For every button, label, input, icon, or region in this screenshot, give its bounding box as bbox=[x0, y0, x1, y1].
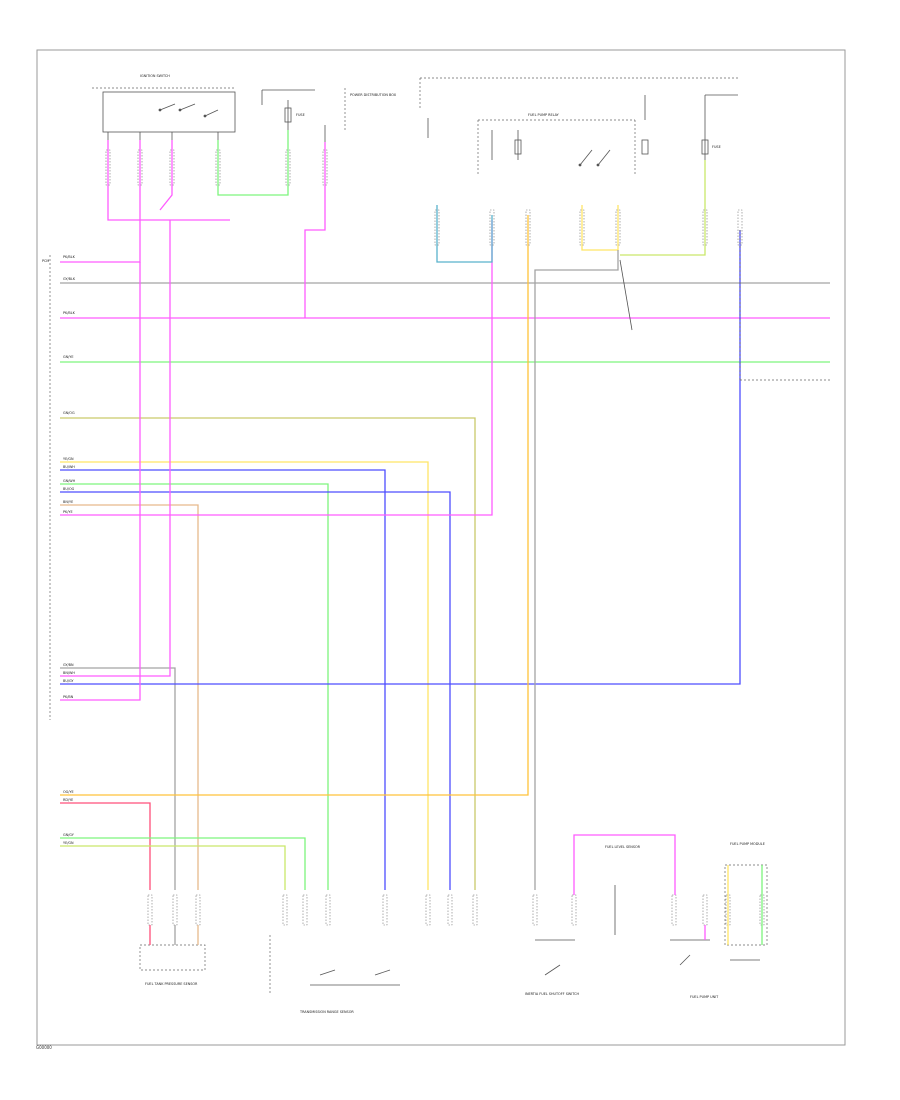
wire-w2-label: GY/BLK bbox=[63, 277, 76, 281]
bottom-connectors bbox=[147, 894, 765, 926]
wire-w19-label: YE/GN bbox=[63, 841, 74, 845]
fuel-pump-relay-label: FUEL PUMP RELAY bbox=[528, 113, 560, 117]
wire-w3-label: PK/BLK bbox=[63, 311, 76, 315]
wire-w8: GN/WH bbox=[60, 479, 329, 890]
fuel-level-sensor-label: FUEL LEVEL SENSOR bbox=[605, 845, 641, 849]
fuse-top-right-label: FUSE bbox=[712, 145, 721, 149]
bottom-wiring bbox=[149, 925, 706, 945]
wire-w9-label: BU/OG bbox=[63, 487, 75, 491]
wire-w14-label: BU/GY bbox=[63, 679, 74, 683]
fuel-pump-unit-label: FUEL PUMP UNIT bbox=[690, 995, 719, 999]
inertia-switch: INERTIA FUEL SHUTOFF SWITCH bbox=[525, 939, 579, 996]
wire-w18: GN/GY bbox=[60, 833, 306, 890]
fuel-tank-pressure-sensor: FUEL TANK PRESSURE SENSOR bbox=[139, 944, 206, 986]
wire-w12-label: GY/BN bbox=[63, 663, 74, 667]
fuse-top-left-label: FUSE bbox=[296, 113, 305, 117]
fuel-tank-pressure-sensor-label: FUEL TANK PRESSURE SENSOR bbox=[145, 982, 198, 986]
wire-w6: YE/GN bbox=[60, 457, 429, 890]
wire-w9: BU/OG bbox=[60, 487, 451, 890]
pcm-label: PCM bbox=[42, 259, 49, 263]
power-dist-box-label: POWER DISTRIBUTION BOX bbox=[350, 93, 397, 97]
wire-w11: PK/YE bbox=[60, 220, 493, 516]
transmission-range-sensor: TRANSMISSION RANGE SENSOR bbox=[269, 935, 400, 1014]
wire-w11-label: PK/YE bbox=[63, 510, 73, 514]
wire-w16-label: OG/YE bbox=[63, 790, 74, 794]
wire-w13-label: BN/WH bbox=[63, 671, 75, 675]
ignition-switch: IGNITION SWITCH bbox=[92, 74, 236, 140]
fuel-pump-module: FUEL PUMP MODULE bbox=[724, 842, 768, 961]
wire-w13: BN/WH bbox=[60, 220, 171, 677]
wire-w16: OG/YE bbox=[60, 215, 529, 796]
fuse-top-left: FUSE bbox=[261, 89, 326, 142]
transmission-range-sensor-label: TRANSMISSION RANGE SENSOR bbox=[299, 1010, 354, 1014]
top-wiring bbox=[159, 130, 830, 890]
wire-w4: GN/YE bbox=[60, 355, 830, 363]
wire-w17-label: RD/YE bbox=[63, 798, 73, 802]
diagram-frame bbox=[36, 49, 846, 1046]
wire-w1: PK/BLK bbox=[60, 140, 230, 263]
wire-w18-label: GN/GY bbox=[63, 833, 75, 837]
fuel-pump-module-label: FUEL PUMP MODULE bbox=[730, 842, 765, 846]
wire-w7: BU/WH bbox=[60, 465, 386, 890]
wire-w10-label: BN/YE bbox=[63, 500, 73, 504]
pcm: PCM bbox=[42, 255, 51, 720]
fuel-level-sensor: FUEL LEVEL SENSOR bbox=[573, 834, 676, 935]
wire-w7-label: BU/WH bbox=[63, 465, 75, 469]
wire-w10: BN/YE bbox=[60, 500, 199, 890]
wire-w5: GN/OG bbox=[60, 411, 476, 890]
ignition-switch-label: IGNITION SWITCH bbox=[140, 74, 170, 78]
wire-w17: RD/YE bbox=[60, 798, 151, 890]
wire-w4-label: GN/YE bbox=[63, 355, 74, 359]
wire-w5-label: GN/OG bbox=[63, 411, 75, 415]
wire-w19: YE/GN bbox=[60, 841, 286, 890]
wire-w2: GY/BLK bbox=[60, 277, 830, 284]
top-connectors bbox=[105, 149, 743, 246]
wire-w12: GY/BN bbox=[60, 663, 176, 890]
wire-w14: BU/GY bbox=[60, 230, 741, 685]
inertia-switch-label: INERTIA FUEL SHUTOFF SWITCH bbox=[525, 992, 579, 996]
wire-w3: PK/BLK bbox=[60, 311, 830, 319]
figure-code: G00000 bbox=[36, 1045, 52, 1050]
wire-w15: PK/BN bbox=[60, 262, 141, 701]
wire-w6-label: YE/GN bbox=[63, 457, 74, 461]
fuel-pump-unit: FUEL PUMP UNIT bbox=[670, 939, 719, 999]
fuse-top-right: FUSE bbox=[419, 77, 740, 160]
power-dist-box: POWER DISTRIBUTION BOX bbox=[344, 88, 397, 130]
fuel-pump-relay: FUEL PUMP RELAY bbox=[477, 113, 636, 175]
wire-w8-label: GN/WH bbox=[63, 479, 76, 483]
wire-w1-label: PK/BLK bbox=[63, 255, 76, 259]
wire-w15-label: PK/BN bbox=[63, 695, 74, 699]
